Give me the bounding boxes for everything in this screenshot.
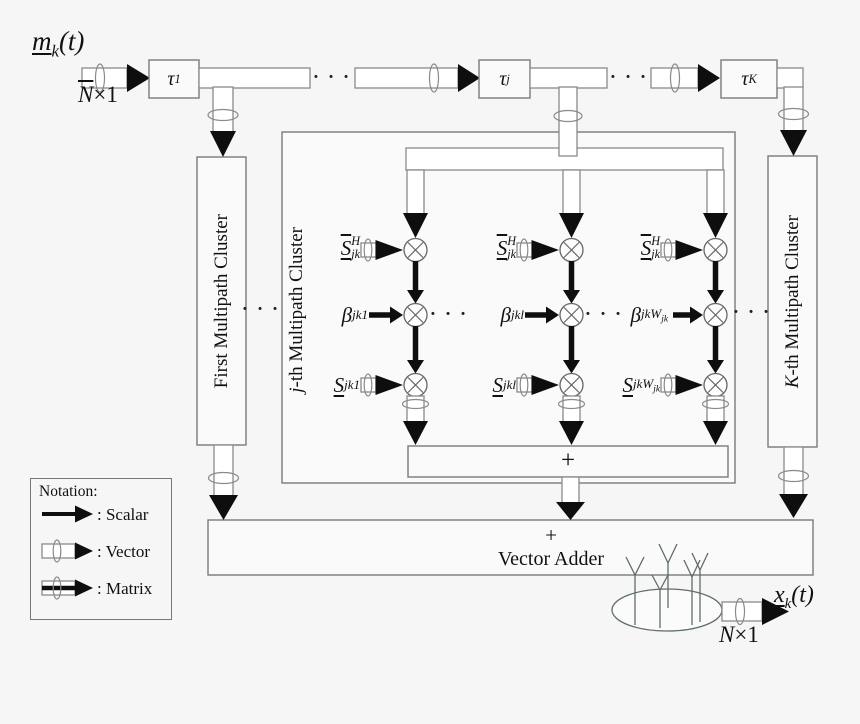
cluster-box-jth [281,131,736,484]
kth-cluster-output [777,446,810,518]
dots-fingers-1: · · · [429,304,469,325]
beta-multipliers [369,302,728,328]
first-cluster-label: First Multipath Cluster [210,213,232,389]
vector-adder-text: Vector Adder [497,547,605,570]
output-dimension-label: N×1 [719,622,759,647]
vector-arrows-to-cluster-adder [401,395,730,445]
input-signal-label: mk(t) [32,26,85,61]
dots-chain-2: · · · [609,67,649,88]
kth-cluster-label: K-th Multipath Cluster [781,214,803,389]
chain-pipes [198,63,480,93]
vector-adder-plus: + [545,523,557,548]
vector-adder-label: + Vector Adder [470,521,632,573]
legend-matrix-label: : Matrix [97,579,153,598]
input-vector-arrow [81,63,150,93]
despread-multipliers [360,237,728,263]
branch-to-first-cluster [207,86,239,157]
respread-multipliers [360,372,728,398]
input-dimension-label: N×1 [78,82,118,107]
dots-clusters-right: · · · [732,302,772,323]
vector-adder-box [207,519,814,576]
output-vector-arrow [721,597,789,626]
dots-clusters-left: · · · [241,299,281,320]
delay-box-tauk [720,59,778,99]
output-signal-label: xk(t) [774,582,814,612]
branch-to-kth-cluster [776,67,810,156]
cluster-adder-bar [407,445,729,520]
legend-title: Notation: [39,483,98,500]
legend-scalar-label: : Scalar [97,505,149,524]
legend-scalar-arrow [42,505,93,523]
legend-vector-arrow [41,539,93,563]
scalar-arrows-row1 [407,261,724,304]
cluster-box-first [196,156,247,446]
cluster-box-kth [767,155,818,448]
scalar-arrows-row2 [407,326,724,374]
dots-chain-1: · · · [312,67,352,88]
finger-drops [403,169,728,238]
branch-to-jth-cluster [553,86,583,157]
dots-fingers-2: · · · [584,304,624,325]
first-cluster-output [207,444,240,520]
cluster-adder-plus: + [560,446,576,474]
chain-pipes-2 [529,63,720,93]
legend-matrix-arrow [41,576,93,600]
antenna-array [611,543,723,632]
notation-legend: Notation: : Scalar : Vector : Matrix [30,478,172,620]
legend-vector-label: : Vector [97,542,151,561]
